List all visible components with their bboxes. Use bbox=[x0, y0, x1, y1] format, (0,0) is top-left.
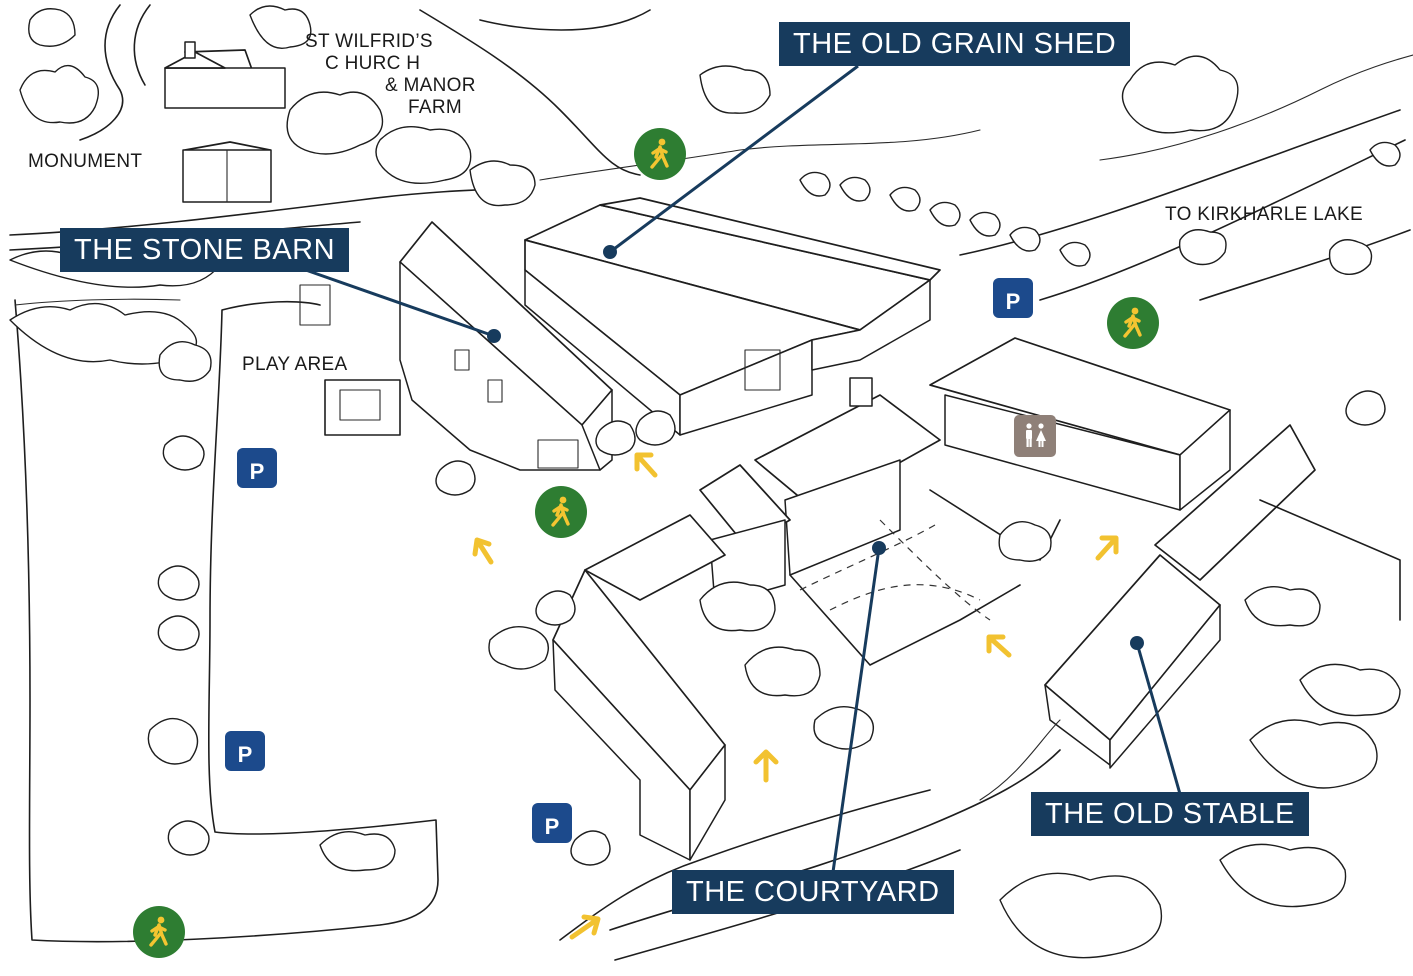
field-line-right bbox=[1099, 54, 1413, 161]
stone-barn-pointer-dot bbox=[487, 329, 501, 343]
arrow-icon bbox=[986, 634, 1012, 658]
walking-person-icon bbox=[551, 496, 570, 527]
play-area-label: PLAY AREA bbox=[242, 354, 348, 375]
parking-icon[interactable]: P bbox=[993, 278, 1033, 318]
walking-person-icon bbox=[149, 916, 168, 947]
courtyard-path-1 bbox=[799, 524, 936, 591]
parking-icon[interactable]: P bbox=[532, 803, 572, 843]
stone-barn-building bbox=[399, 221, 613, 471]
courtyard-pointer-dot bbox=[872, 541, 886, 555]
kirkharle-road-north bbox=[959, 109, 1401, 256]
right-wall bbox=[1259, 499, 1401, 621]
walking-route-icon[interactable] bbox=[535, 486, 587, 538]
courtyard-path-2 bbox=[879, 519, 991, 621]
label-old-stable[interactable]: THE OLD STABLE bbox=[1031, 792, 1309, 836]
church-label-line2: C HURC H bbox=[325, 53, 421, 74]
church-label-line3: & MANOR bbox=[385, 75, 476, 96]
kirkharle-path bbox=[1199, 229, 1411, 301]
label-old-grain-shed[interactable]: THE OLD GRAIN SHED bbox=[779, 22, 1131, 66]
lane-left bbox=[79, 4, 124, 141]
grain-shed-pointer-dot bbox=[603, 245, 617, 259]
walking-route-icon[interactable] bbox=[133, 906, 185, 958]
label-courtyard[interactable]: THE COURTYARD bbox=[672, 870, 954, 914]
arrow-icon bbox=[1095, 535, 1119, 561]
arrow-icon bbox=[569, 914, 601, 940]
monument-label: MONUMENT bbox=[28, 151, 143, 172]
parking-field-outline bbox=[14, 299, 439, 943]
lane-left-2 bbox=[133, 4, 151, 86]
label-stone-barn[interactable]: THE STONE BARN bbox=[60, 228, 350, 272]
entrance-road bbox=[559, 789, 931, 941]
church-label-line4: FARM bbox=[408, 97, 462, 118]
church-building bbox=[164, 41, 286, 109]
stable-fence bbox=[979, 719, 1061, 801]
stone-barn-pointer bbox=[299, 266, 495, 338]
walking-route-icon[interactable] bbox=[1107, 297, 1159, 349]
hill-line bbox=[479, 9, 651, 31]
church-label-line1: ST WILFRID’S bbox=[305, 31, 433, 52]
field-line bbox=[539, 129, 981, 181]
grain-shed-pointer bbox=[609, 64, 859, 254]
parking-icon[interactable]: P bbox=[237, 448, 277, 488]
arrow-icon bbox=[472, 537, 494, 565]
hill-ridge bbox=[419, 9, 641, 176]
grain-shed-building bbox=[524, 197, 941, 436]
old-stable-pointer bbox=[1135, 642, 1182, 795]
courtyard-buildings bbox=[552, 337, 1231, 861]
arrow-icon bbox=[634, 452, 658, 478]
courtyard-pointer bbox=[831, 547, 881, 873]
old-stable-pointer-dot bbox=[1130, 636, 1144, 650]
toilets-figures-icon bbox=[1026, 423, 1046, 447]
field-fence bbox=[14, 298, 181, 306]
parking-icon[interactable]: P bbox=[225, 731, 265, 771]
courtyard-path-3 bbox=[829, 584, 981, 611]
toilets-icon[interactable] bbox=[1014, 415, 1056, 457]
arrow-icon bbox=[753, 749, 779, 783]
kirkharle-lake-label: TO KIRKHARLE LAKE bbox=[1165, 204, 1363, 225]
walking-person-icon bbox=[650, 138, 669, 169]
manor-house bbox=[182, 141, 272, 203]
play-area-structures bbox=[299, 284, 401, 436]
walking-person-icon bbox=[1123, 307, 1142, 338]
walking-route-icon[interactable] bbox=[634, 128, 686, 180]
